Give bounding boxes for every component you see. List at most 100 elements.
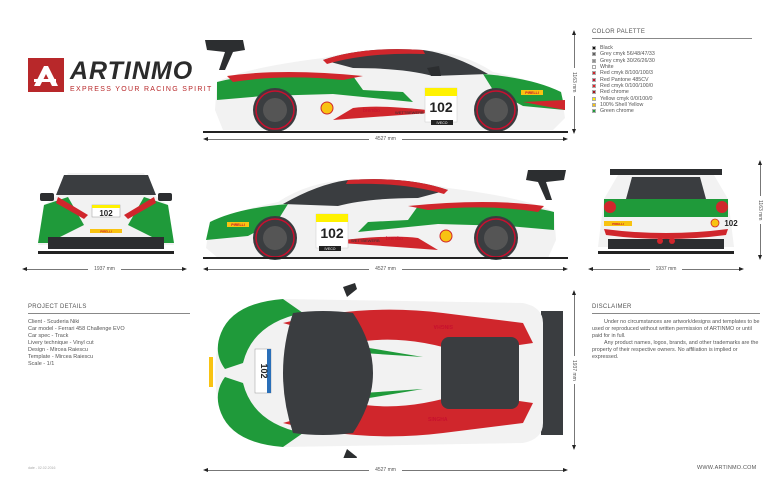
palette-item: 100% Shell Yellow xyxy=(592,102,762,108)
palette-divider xyxy=(592,38,752,39)
project-details-panel: PROJECT DETAILS Client - Scuderia Niki C… xyxy=(28,304,190,368)
logo-mark xyxy=(28,58,64,92)
height-label: 1163 mm xyxy=(757,199,763,221)
arrow-down-icon xyxy=(572,129,576,135)
arrow-left-icon xyxy=(203,267,208,271)
width-dimension-front: 1937 mm xyxy=(22,265,187,273)
logo-wordmark: ARTINMO xyxy=(70,57,194,85)
height-label: 1163 mm xyxy=(571,71,577,93)
svg-text:102: 102 xyxy=(259,363,269,378)
swatch-yellow xyxy=(592,96,596,101)
svg-text:PIRELLI: PIRELLI xyxy=(525,91,538,95)
palette-item: Red chrome xyxy=(592,89,762,95)
arrow-left-icon xyxy=(588,267,593,271)
length-label: 4527 mm xyxy=(375,467,396,473)
width-dimension-top-view: 1937 mm xyxy=(570,290,578,450)
project-list: Client - Scuderia Niki Car model - Ferra… xyxy=(28,319,190,368)
height-dimension-rear: 1163 mm xyxy=(756,160,764,261)
width-label: 1937 mm xyxy=(655,266,677,272)
length-label: 4527 mm xyxy=(375,266,396,272)
svg-text:brembo: brembo xyxy=(363,108,380,114)
arrow-left-icon xyxy=(203,137,208,141)
length-dimension-bottom: 4527 mm xyxy=(203,466,568,474)
palette-item: White xyxy=(592,64,762,70)
project-line: Car spec - Track xyxy=(28,333,69,339)
arrow-up-icon xyxy=(572,290,576,295)
svg-text:PIRELLI: PIRELLI xyxy=(100,230,112,234)
car-rear-view: PIRELLI 102 xyxy=(588,165,744,259)
svg-text:102: 102 xyxy=(320,225,344,241)
width-dimension-rear: 1937 mm xyxy=(588,265,744,273)
swatch-grey-dark xyxy=(592,52,596,57)
palette-item: Yellow cmyk 0/0/100/0 xyxy=(592,95,762,102)
svg-text:IVECO: IVECO xyxy=(437,121,448,125)
swatch-grey-light xyxy=(592,58,596,63)
arrow-right-icon xyxy=(563,267,568,271)
palette-list: Black Grey cmyk 56/48/47/33 Grey cmyk 30… xyxy=(592,45,762,114)
arrow-right-icon xyxy=(563,468,568,472)
svg-text:WETTBEWERB: WETTBEWERB xyxy=(395,110,424,115)
disclaimer-paragraph: Under no circumstances are artwork/desig… xyxy=(592,319,760,339)
disclaimer-divider xyxy=(592,313,760,314)
svg-text:IVECO: IVECO xyxy=(325,247,336,251)
project-line: Scale - 1/1 xyxy=(28,361,55,367)
swatch-green xyxy=(592,109,596,114)
svg-text:PIRELLI: PIRELLI xyxy=(612,222,624,226)
project-line: Design - Mircea Raiescu xyxy=(28,347,88,353)
arrow-down-icon xyxy=(758,255,762,261)
arrow-left-icon xyxy=(22,267,27,271)
arrow-left-icon xyxy=(203,468,208,472)
palette-title: COLOR PALETTE xyxy=(592,29,646,35)
palette-item: Green chrome xyxy=(592,108,762,114)
length-dimension-top: 4527 mm xyxy=(203,135,568,143)
swatch-red-1 xyxy=(592,71,596,76)
swatch-red-chrome xyxy=(592,90,596,95)
arrow-up-icon xyxy=(758,160,762,165)
top-width-label: 1937 mm xyxy=(571,359,577,381)
arrow-right-icon xyxy=(182,267,187,271)
swatch-white xyxy=(592,65,596,70)
svg-text:PIRELLI: PIRELLI xyxy=(231,223,244,227)
palette-item: Black xyxy=(592,45,762,51)
project-line: Template - Mircea Raiescu xyxy=(28,354,94,360)
disclaimer-title: DISCLAIMER xyxy=(592,304,632,310)
palette-item: Grey cmyk 30/26/26/30 xyxy=(592,58,762,64)
project-line: Client - Scuderia Niki xyxy=(28,319,80,325)
swatch-red-2 xyxy=(592,83,596,88)
car-side-view-left: 102 brembo WETTBEWERB IVECO PIRELLI xyxy=(203,30,568,134)
height-dimension-top: 1163 mm xyxy=(570,30,578,135)
arrow-right-icon xyxy=(739,267,744,271)
palette-item: Red Pantone 485CV xyxy=(592,76,762,83)
car-top-view: 102 SINGHA SINGHA xyxy=(203,283,568,463)
palette-item: Grey cmyk 56/48/47/33 xyxy=(592,51,762,57)
website-link[interactable]: WWW.ARTINMO.COM xyxy=(697,465,757,471)
logo-tagline: EXPRESS YOUR RACING SPIRIT xyxy=(70,86,213,93)
car-side-view-right: 102 IVECO WETTBEWERB brembo PIRELLI xyxy=(203,160,568,260)
svg-text:SINGHA: SINGHA xyxy=(433,323,453,329)
svg-text:102: 102 xyxy=(99,209,113,218)
arrow-right-icon xyxy=(563,137,568,141)
project-title: PROJECT DETAILS xyxy=(28,304,87,310)
disclaimer-paragraph: Any product names, logos, brands, and ot… xyxy=(592,340,759,360)
project-line: Livery technique - Vinyl cut xyxy=(28,340,94,346)
svg-text:SINGHA: SINGHA xyxy=(428,417,448,423)
palette-item: Red cmyk 0/100/100/0 xyxy=(592,83,762,89)
length-label: 4527 mm xyxy=(375,136,396,142)
svg-text:WETTBEWERB: WETTBEWERB xyxy=(351,238,380,243)
project-divider xyxy=(28,313,190,314)
footer-date: date - 02.02.2016 xyxy=(28,466,56,470)
length-dimension-middle: 4527 mm xyxy=(203,265,568,273)
arrow-down-icon xyxy=(572,445,576,450)
arrow-up-icon xyxy=(572,30,576,35)
svg-text:102: 102 xyxy=(724,219,738,228)
car-front-view: 102 PIRELLI xyxy=(28,165,184,259)
width-label: 1937 mm xyxy=(94,266,115,272)
svg-text:brembo: brembo xyxy=(386,236,403,242)
svg-text:102: 102 xyxy=(429,99,453,115)
swatch-shell-yellow xyxy=(592,102,596,107)
palette-item: Red cmyk 8/100/100/3 xyxy=(592,70,762,76)
swatch-black xyxy=(592,46,596,51)
logo-a-icon xyxy=(34,66,58,86)
disclaimer-panel: DISCLAIMER Under no circumstances are ar… xyxy=(592,304,760,361)
swatch-red-pantone xyxy=(592,77,596,82)
